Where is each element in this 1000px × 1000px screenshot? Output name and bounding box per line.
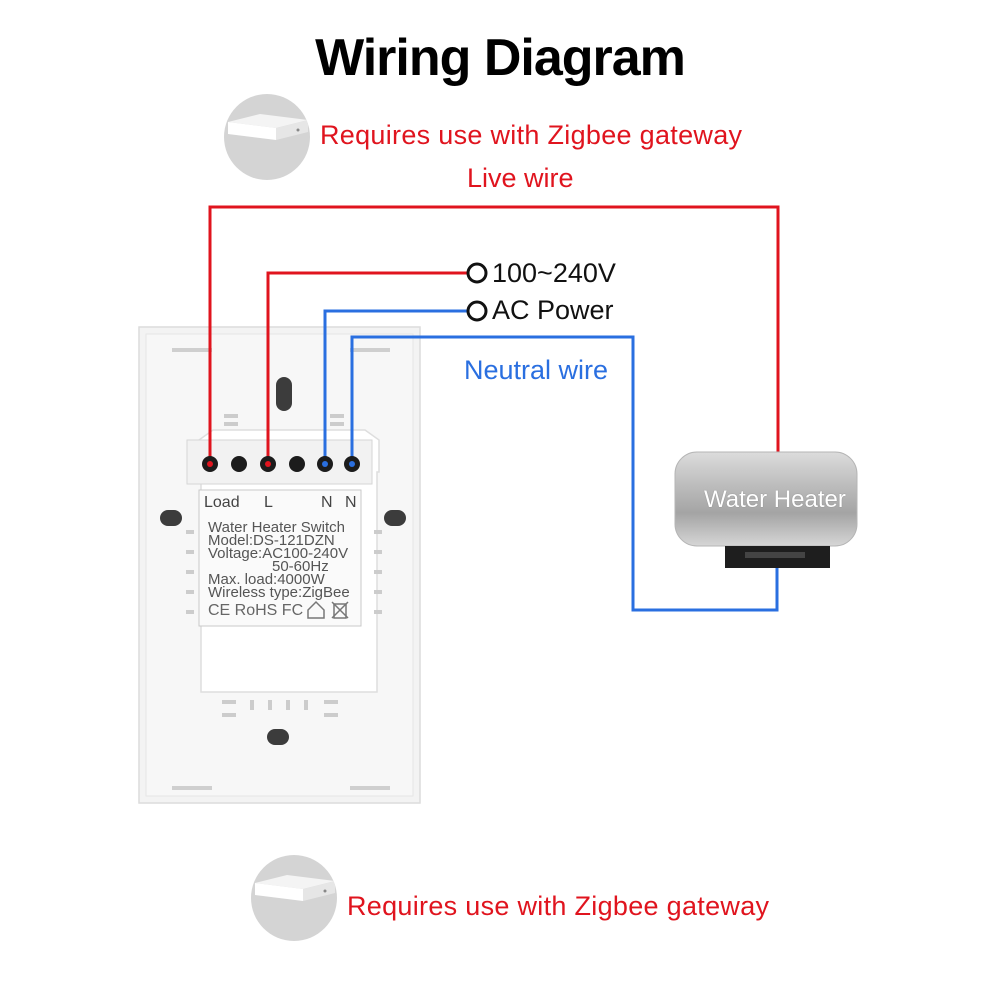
- sticker-certifications: CE RoHS FC: [208, 602, 304, 619]
- power-terminal-neutral-icon: [466, 300, 488, 322]
- page-title: Wiring Diagram: [315, 29, 686, 87]
- sticker-wireless-type: Wireless type:ZigBee: [208, 584, 350, 601]
- live-wire-supply: [266, 271, 468, 466]
- gateway-note-top: Requires use with Zigbee gateway: [320, 120, 743, 150]
- switch-plate: [138, 326, 421, 804]
- zigbee-gateway-image-bottom: [251, 855, 337, 941]
- terminal-label-load: Load: [204, 494, 240, 511]
- certification-marks-icon: [307, 600, 349, 619]
- live-wire-load: [208, 205, 780, 466]
- live-wire-label: Live wire: [467, 163, 574, 193]
- neutral-wire-label: Neutral wire: [464, 355, 609, 385]
- zigbee-gateway-icon: [255, 875, 335, 901]
- neutral-wire-supply: [323, 309, 468, 466]
- sticker-voltage: Voltage:AC100-240V: [208, 545, 349, 562]
- sticker-product-name: Water Heater Switch: [208, 519, 345, 536]
- sticker-frequency: 50-60Hz: [272, 558, 329, 575]
- terminal-label-neutral-1: N: [321, 494, 333, 511]
- terminal-label-neutral-2: N: [345, 494, 357, 511]
- neutral-wire-load: [350, 335, 779, 612]
- zigbee-gateway-image-top: [224, 94, 310, 180]
- terminal-screws: [202, 456, 360, 472]
- wires: [208, 205, 780, 612]
- water-heater-image: [674, 451, 858, 568]
- zigbee-gateway-icon: [228, 114, 308, 140]
- power-type-label: AC Power: [492, 295, 614, 325]
- gateway-note-bottom: Requires use with Zigbee gateway: [347, 891, 770, 921]
- terminal-label-live: L: [264, 494, 273, 511]
- sticker-max-load: Max. load:4000W: [208, 571, 325, 588]
- power-terminal-live-icon: [466, 262, 488, 284]
- water-heater-label: Water Heater: [704, 486, 846, 513]
- sticker-model: Model:DS-121DZN: [208, 532, 335, 549]
- power-voltage-label: 100~240V: [492, 258, 616, 288]
